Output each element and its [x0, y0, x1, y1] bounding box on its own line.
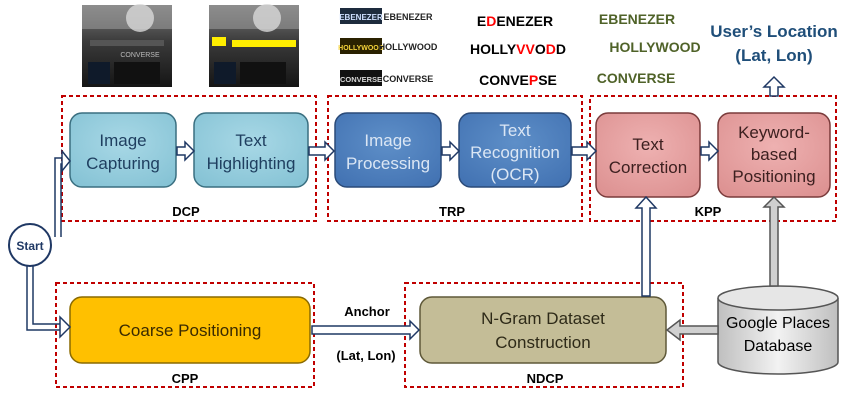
- text-highlighting-label-2: Highlighting: [207, 154, 296, 173]
- ocr-error-letters: VV: [516, 41, 535, 57]
- image-capturing-box: [69, 112, 177, 188]
- keyword-positioning-label-3: Positioning: [732, 167, 815, 186]
- keyword-positioning-label-1: Keyword-: [738, 123, 810, 142]
- svg-text:EBENEZER: EBENEZER: [339, 13, 383, 22]
- user-location-title-1: User’s Location: [710, 22, 838, 41]
- image-processing-box: [334, 112, 442, 188]
- text-highlighting-box: [193, 112, 309, 188]
- processed-word-1: EBENEZER: [383, 12, 433, 22]
- arrow-to-user-location: [762, 75, 786, 97]
- anchor-coords: (Lat, Lon): [336, 348, 395, 363]
- dcp-label: DCP: [172, 204, 200, 219]
- keyword-positioning-label-2: based: [751, 145, 797, 164]
- processed-word-2: HOLLYWOOD: [379, 42, 438, 52]
- arrow-processing-to-ocr: [441, 140, 461, 162]
- image-processing-label-2: Processing: [346, 154, 430, 173]
- text-highlighting-label-1: Text: [235, 131, 266, 150]
- start-label: Start: [16, 239, 43, 253]
- cpp-label: CPP: [172, 371, 199, 386]
- start-connector: [26, 157, 64, 331]
- trp-stage-frame: [327, 95, 583, 222]
- image-capturing-label-1: Image: [99, 131, 146, 150]
- svg-text:HOLLYWOOD: HOLLYWOOD: [338, 45, 384, 52]
- corrected-word-2: HOLLYWOOD: [609, 39, 700, 55]
- ngram-dataset-label-2: Construction: [495, 333, 590, 352]
- processed-word-3: CONVERSE: [383, 74, 434, 84]
- arrow-database-to-keyword: [762, 195, 786, 287]
- trp-label: TRP: [439, 204, 465, 219]
- arrow-capture-to-highlight: [176, 140, 196, 162]
- ocr-correct-letters: ENEZER: [496, 13, 553, 29]
- sign-word-image-3: CONVERSE: [340, 70, 382, 86]
- svg-text:CONVERSE: CONVERSE: [120, 52, 160, 59]
- arrow-correction-to-keyword: [700, 140, 720, 162]
- ocr-correct-letters: D: [556, 41, 566, 57]
- ocr-correct-letters: SE: [538, 72, 557, 88]
- google-places-label-2: Database: [744, 338, 813, 355]
- arrow-dcp-to-trp: [308, 140, 336, 162]
- text-recognition-label-3: (OCR): [490, 165, 539, 184]
- arrowhead-to-coarse: [59, 315, 72, 339]
- captured-photo-thumbnail: CONVERSE: [82, 4, 172, 87]
- ocr-output-word-3: CONVEPSE: [479, 72, 557, 88]
- image-processing-label-1: Image: [364, 131, 411, 150]
- arrow-cpp-to-ndcp: [311, 319, 421, 341]
- ocr-correct-letters: HOLLY: [470, 41, 517, 57]
- coarse-positioning-box: [69, 296, 311, 364]
- corrected-word-3: CONVERSE: [597, 70, 676, 86]
- sign-word-image-1: EBENEZER: [339, 8, 383, 24]
- ocr-correct-letters: CONVE: [479, 72, 529, 88]
- arrowhead-to-capturing: [61, 148, 71, 174]
- text-correction-label-2: Correction: [609, 158, 687, 177]
- image-capturing-label-2: Capturing: [86, 154, 160, 173]
- database-icon: [717, 285, 839, 375]
- start-node: [8, 223, 52, 267]
- ndcp-label: NDCP: [527, 371, 564, 386]
- ndcp-stage-frame: [404, 282, 684, 388]
- ocr-correct-letters: O: [535, 41, 546, 57]
- text-correction-box: [595, 112, 701, 198]
- ngram-dataset-label-1: N-Gram Dataset: [481, 309, 605, 328]
- kpp-label: KPP: [695, 204, 722, 219]
- text-correction-label-1: Text: [632, 135, 663, 154]
- user-location-title-2: (Lat, Lon): [735, 46, 812, 65]
- arrow-trp-to-kpp: [571, 140, 598, 162]
- ocr-error-letters: D: [546, 41, 556, 57]
- svg-text:CONVERSE: CONVERSE: [340, 75, 382, 84]
- ocr-output-word-1: EDENEZER: [477, 13, 553, 29]
- ocr-correct-letters: E: [477, 13, 486, 29]
- anchor-label: Anchor: [344, 304, 390, 319]
- ocr-error-letters: D: [486, 13, 496, 29]
- ocr-error-letters: P: [529, 72, 538, 88]
- arrow-ndcp-to-correction: [634, 195, 658, 297]
- corrected-word-1: EBENEZER: [599, 11, 675, 27]
- kpp-stage-frame: [589, 95, 837, 222]
- coarse-positioning-label: Coarse Positioning: [119, 321, 262, 340]
- text-recognition-label-2: Recognition: [470, 143, 560, 162]
- ocr-output-word-2: HOLLYVVODD: [470, 41, 566, 57]
- ngram-dataset-box: [419, 296, 667, 364]
- text-recognition-label-1: Text: [499, 121, 530, 140]
- arrow-database-to-ngram: [665, 318, 719, 342]
- sign-word-image-2: HOLLYWOOD: [338, 38, 384, 54]
- cpp-stage-frame: [55, 282, 315, 388]
- google-places-label-1: Google Places: [726, 315, 830, 332]
- highlighted-photo-thumbnail: [209, 4, 299, 87]
